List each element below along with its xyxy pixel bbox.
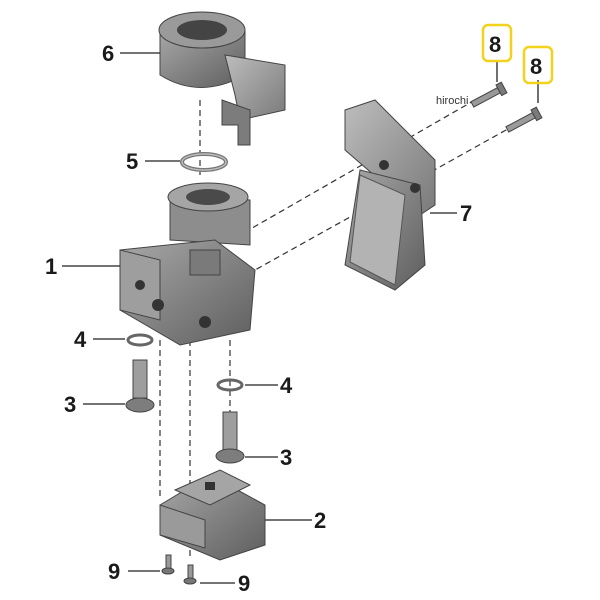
part-2-module [159,469,266,561]
callout-8b-highlight [522,45,554,85]
callout-leaders [62,52,539,584]
callout-5: 5 [126,149,138,174]
axis-line-bolt-upper [239,99,476,236]
part-4-washers [126,333,244,392]
callout-3-left: 3 [64,392,76,417]
part-9-small-screws [161,554,197,585]
part-1-lock-bracket [119,182,256,346]
callout-8-upper: 8 [489,32,501,57]
bolt-8-lower [505,106,543,133]
callout-9-left: 9 [108,559,120,584]
callout-7: 7 [460,201,472,226]
callout-3-right: 3 [280,445,292,470]
callout-9-right: 9 [238,571,250,596]
part-3-screws [125,359,245,464]
callout-8-lower: 8 [530,54,542,79]
callout-8a-highlight [481,23,513,63]
part-7-cover [344,99,436,291]
callout-1: 1 [45,254,57,279]
part-6-ring-housing [158,11,286,146]
bolt-8-upper [470,81,508,108]
part-5-o-ring [180,152,228,172]
callout-4-right: 4 [280,373,293,398]
watermark-text: hirochi [436,95,468,107]
callout-2: 2 [314,508,326,533]
callout-6: 6 [102,41,114,66]
part-8-bolts [470,81,543,133]
callout-4-left: 4 [74,327,87,352]
